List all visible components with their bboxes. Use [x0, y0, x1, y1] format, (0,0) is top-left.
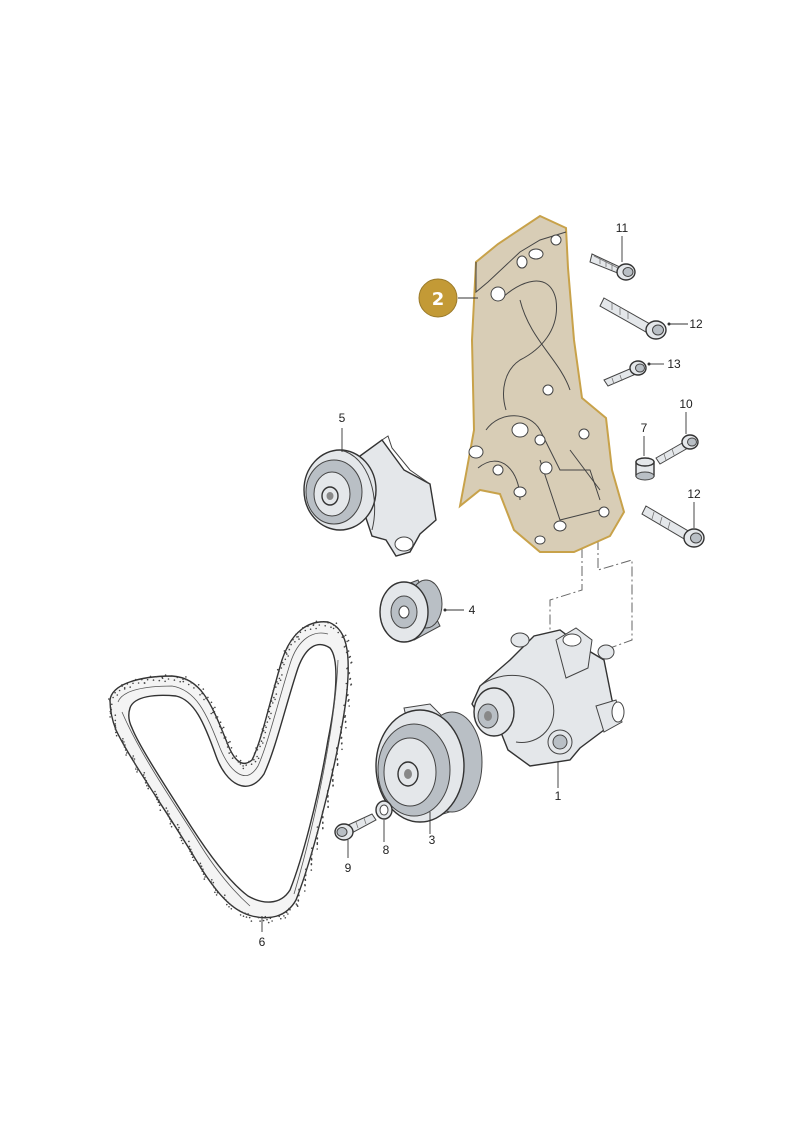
label-part-6: 6 — [259, 935, 266, 949]
label-part-1: 1 — [555, 789, 562, 803]
power-steering-pump[interactable] — [471, 627, 625, 788]
label-part-5: 5 — [339, 411, 346, 425]
label-part-8: 8 — [383, 843, 390, 857]
callout-badge[interactable]: 2 — [418, 278, 478, 318]
belt-texture-dots — [108, 620, 353, 924]
bolt-10[interactable] — [655, 412, 699, 465]
support-bracket[interactable] — [458, 214, 626, 553]
label-part-7: 7 — [641, 421, 648, 435]
poly-v-belt[interactable] — [108, 620, 353, 933]
callout-label: 2 — [432, 289, 445, 310]
idler-roller[interactable] — [379, 579, 464, 643]
spacer-sleeve[interactable] — [635, 436, 655, 481]
bolt-top[interactable] — [589, 236, 636, 281]
label-part-12-lower: 12 — [687, 487, 701, 501]
label-part-3: 3 — [429, 833, 436, 847]
label-part-11: 11 — [616, 221, 629, 235]
label-part-9: 9 — [345, 861, 352, 875]
assembly-phantom-lines — [549, 540, 633, 660]
long-bolt-upper[interactable] — [599, 297, 688, 340]
label-part-4: 4 — [469, 603, 476, 617]
bracket-body — [458, 214, 626, 553]
pulley-bolt[interactable] — [334, 813, 377, 858]
belt-tensioner[interactable] — [303, 428, 437, 557]
label-part-13: 13 — [667, 357, 681, 371]
label-part-12-upper: 12 — [689, 317, 703, 331]
washer[interactable] — [375, 800, 393, 842]
long-bolt-lower[interactable] — [641, 502, 705, 548]
label-part-10: 10 — [679, 397, 693, 411]
pulley[interactable] — [375, 703, 483, 834]
part-labels: 1 3 4 5 6 7 8 9 10 11 12 12 13 — [259, 221, 703, 949]
bolt-middle[interactable] — [603, 360, 664, 387]
